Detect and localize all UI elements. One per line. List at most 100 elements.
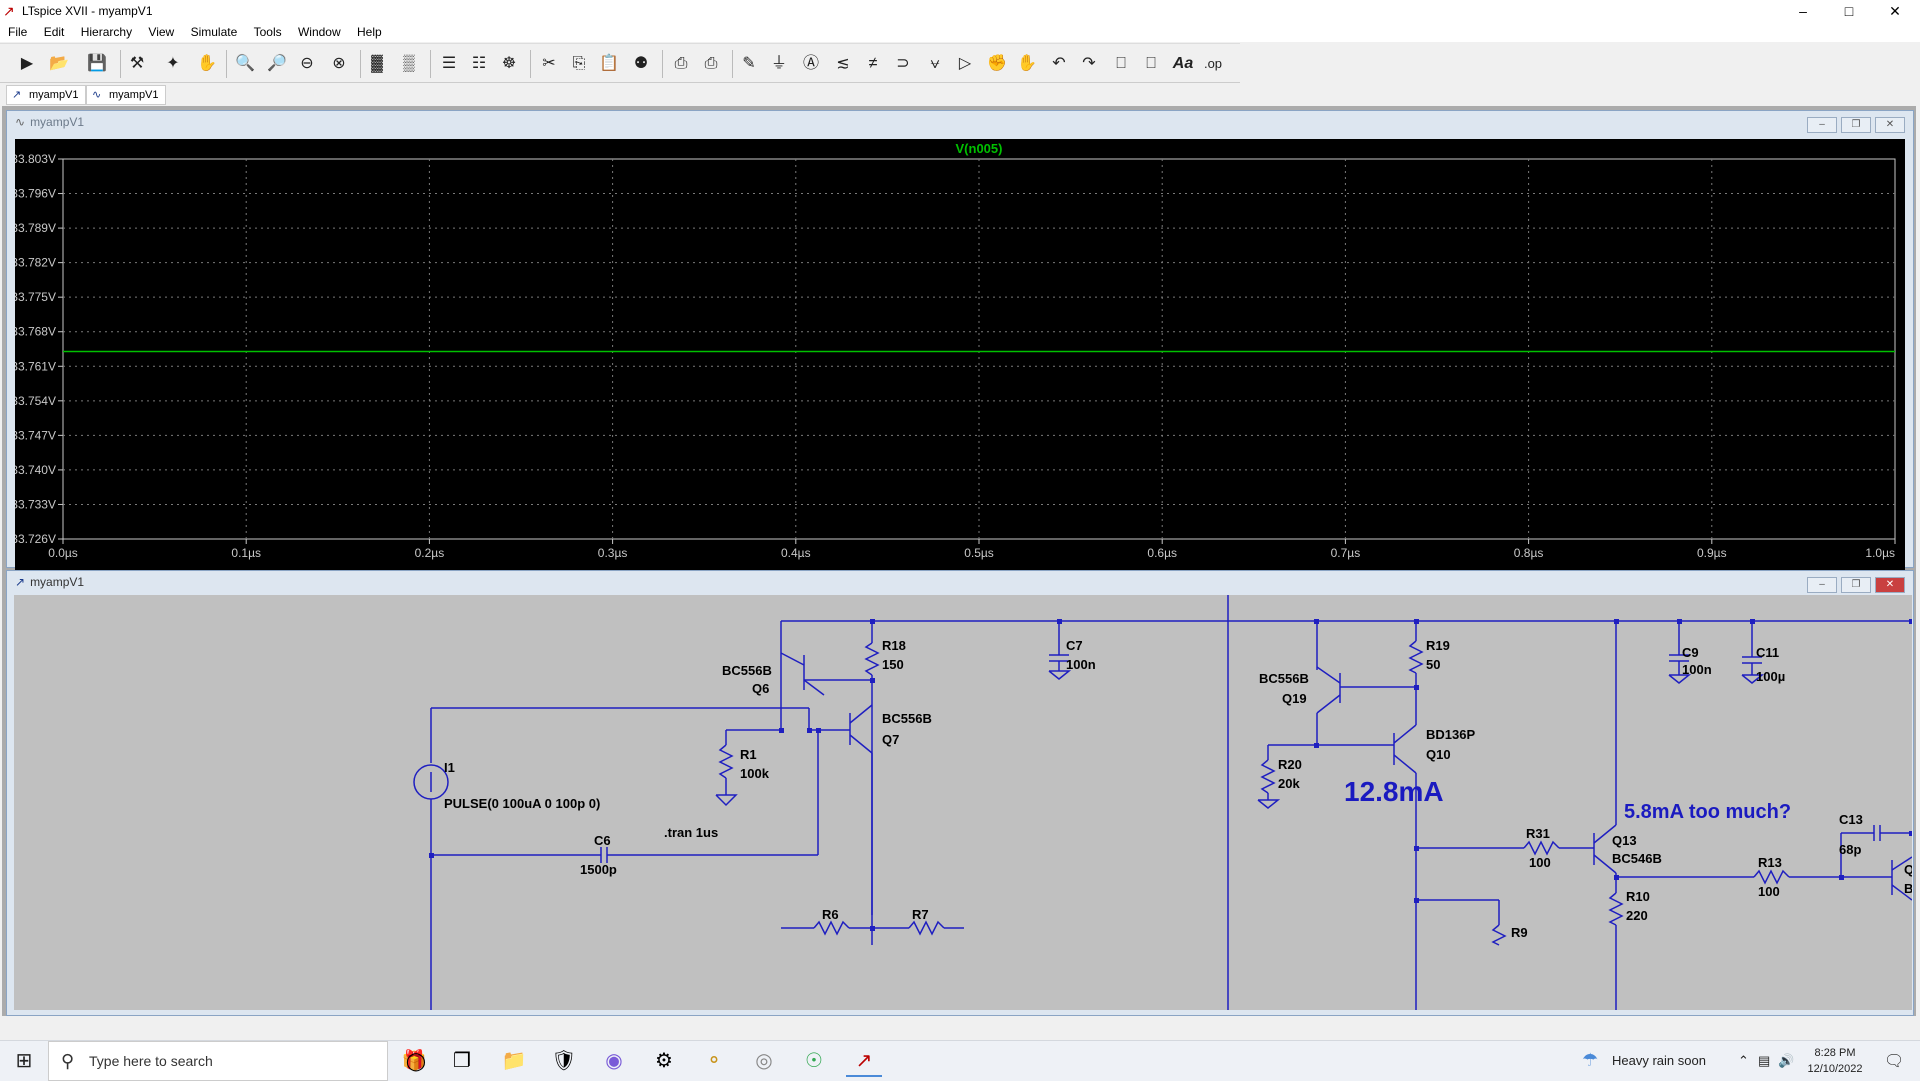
grid-icon[interactable]: ▒ bbox=[403, 55, 415, 72]
component-icon[interactable]: ▷ bbox=[958, 55, 972, 72]
paste-icon[interactable]: 📋 bbox=[599, 55, 619, 72]
chrome-icon[interactable]: ☉ bbox=[805, 1050, 823, 1072]
windows-start-icon[interactable]: ⊞ bbox=[15, 1050, 33, 1072]
print-icon[interactable]: ⎙ bbox=[674, 55, 688, 72]
y-tick-label: 33.761V bbox=[15, 359, 56, 373]
league-launcher-icon[interactable]: ⚬ bbox=[705, 1050, 723, 1072]
schematic-labels: BC556B Q6 R18 150 C7 100n BC556B Q7 R1 1… bbox=[444, 638, 1912, 940]
file-explorer-icon[interactable]: 📁 bbox=[501, 1050, 527, 1072]
ltspice-taskbar-icon[interactable]: ↗ bbox=[846, 1047, 882, 1077]
mirror-icon[interactable]: ⎕ bbox=[1146, 55, 1156, 72]
weather-text[interactable]: Heavy rain soon bbox=[1612, 1053, 1706, 1068]
waveform-chart: 33.803V33.796V33.789V33.782V33.775V33.76… bbox=[15, 141, 1896, 560]
schematic-minimize-button[interactable]: – bbox=[1807, 577, 1837, 593]
settings-gear-icon[interactable]: ⚙ bbox=[655, 1050, 673, 1072]
save-icon[interactable]: 💾 bbox=[87, 55, 107, 72]
menu-view[interactable]: View bbox=[148, 25, 175, 39]
r19-label: R19 bbox=[1426, 638, 1450, 653]
waveform-close-button[interactable]: ✕ bbox=[1875, 117, 1905, 133]
run-icon[interactable]: ▶ bbox=[20, 55, 34, 72]
x-tick-label: 0.8µs bbox=[1514, 546, 1544, 560]
discord-icon[interactable]: ◉ bbox=[605, 1050, 623, 1072]
minimize-button[interactable]: – bbox=[1799, 3, 1807, 19]
find-icon[interactable]: ⚉ bbox=[633, 55, 649, 72]
halt-icon[interactable]: ✦ bbox=[166, 55, 180, 72]
schematic-close-button[interactable]: ✕ bbox=[1875, 577, 1905, 593]
r13-label: R13 bbox=[1758, 855, 1782, 870]
move-icon[interactable]: ✊ bbox=[987, 55, 1007, 72]
zoom-in-icon[interactable]: 🔍 bbox=[235, 55, 255, 72]
schematic-wires bbox=[413, 595, 1912, 1010]
close-button[interactable]: ✕ bbox=[1889, 3, 1901, 19]
copy-icon[interactable]: ⎘ bbox=[572, 55, 586, 72]
menu-window[interactable]: Window bbox=[297, 25, 341, 39]
cut-icon[interactable]: ✂ bbox=[542, 55, 556, 72]
pan-icon[interactable]: ✋ bbox=[197, 55, 217, 72]
brave-browser-icon[interactable]: 🛡 bbox=[551, 1050, 577, 1072]
tab-schematic[interactable]: ↗ myampV1 bbox=[6, 85, 86, 105]
waveform-restore-button[interactable]: ❐ bbox=[1841, 117, 1871, 133]
current-annotation-12-8ma: 12.8mA bbox=[1344, 776, 1444, 807]
draw-wire-icon[interactable]: ✎ bbox=[742, 55, 756, 72]
waveform-minimize-button[interactable]: – bbox=[1807, 117, 1837, 133]
y-tick-label: 33.733V bbox=[15, 497, 56, 511]
r20-label: R20 bbox=[1278, 757, 1302, 772]
zoom-fit-icon[interactable]: ⊗ bbox=[332, 55, 346, 72]
capacitor-icon[interactable]: ≠ bbox=[868, 55, 878, 72]
redo-icon[interactable]: ↷ bbox=[1082, 55, 1096, 72]
menu-simulate[interactable]: Simulate bbox=[190, 25, 238, 39]
autorange-icon[interactable]: ▓ bbox=[371, 55, 383, 72]
tile-vertical-icon[interactable]: ☸ bbox=[501, 55, 517, 72]
notification-icon[interactable]: 🗨 bbox=[1884, 1053, 1905, 1070]
gift-icon[interactable]: 🎁 bbox=[401, 1050, 427, 1072]
menu-hierarchy[interactable]: Hierarchy bbox=[80, 25, 133, 39]
resistor-icon[interactable]: ≲ bbox=[836, 55, 850, 72]
c7-value: 100n bbox=[1066, 657, 1096, 672]
maximize-button[interactable]: □ bbox=[1844, 3, 1854, 19]
menu-file[interactable]: File bbox=[8, 25, 28, 39]
menu-tools[interactable]: Tools bbox=[253, 25, 282, 39]
schematic-canvas[interactable]: BC556B Q6 R18 150 C7 100n BC556B Q7 R1 1… bbox=[14, 595, 1912, 1010]
undo-icon[interactable]: ↶ bbox=[1052, 55, 1066, 72]
schematic-junctions bbox=[429, 619, 1912, 931]
zoom-out-icon[interactable]: ⊖ bbox=[300, 55, 314, 72]
tab-waveform[interactable]: ∿ myampV1 bbox=[86, 85, 166, 105]
volume-icon[interactable]: 🔊 bbox=[1778, 1053, 1795, 1068]
tile-horizontal-icon[interactable]: ☰ bbox=[441, 55, 457, 72]
weather-icon[interactable]: ☂ bbox=[1582, 1050, 1599, 1070]
schematic-restore-button[interactable]: ❐ bbox=[1841, 577, 1871, 593]
search-input[interactable]: Type here to search bbox=[89, 1053, 213, 1069]
c13-value: 68p bbox=[1839, 842, 1861, 857]
taskbar-search[interactable]: ⚲ Type here to search bbox=[48, 1041, 388, 1081]
label-net-icon[interactable]: Ⓐ bbox=[802, 55, 819, 72]
schematic-icon: ↗ bbox=[12, 89, 22, 101]
task-view-icon[interactable]: ❐ bbox=[453, 1050, 471, 1072]
rotate-icon[interactable]: ⎕ bbox=[1116, 55, 1126, 72]
control-panel-icon[interactable]: ⚒ bbox=[129, 55, 145, 72]
print-setup-icon[interactable]: ⎙ bbox=[704, 55, 718, 72]
chevron-up-icon[interactable]: ⌃ bbox=[1738, 1053, 1749, 1068]
diode-icon[interactable]: ⩝ bbox=[930, 55, 940, 72]
drag-icon[interactable]: ✋ bbox=[1017, 55, 1037, 72]
menu-help[interactable]: Help bbox=[356, 25, 382, 39]
menu-edit[interactable]: Edit bbox=[43, 25, 65, 39]
network-icon[interactable]: ▤ bbox=[1758, 1053, 1771, 1068]
r31-value: 100 bbox=[1529, 855, 1551, 870]
r31-label: R31 bbox=[1526, 826, 1550, 841]
open-icon[interactable]: 📂 bbox=[49, 55, 69, 72]
x-tick-label: 1.0µs bbox=[1865, 546, 1895, 560]
q19-label: Q19 bbox=[1282, 691, 1307, 706]
spice-directive-icon[interactable]: .op bbox=[1203, 56, 1223, 71]
cortana-icon[interactable]: ◯ bbox=[405, 1051, 427, 1071]
r6-label: R6 bbox=[822, 907, 839, 922]
system-clock[interactable]: 8:28 PM 12/10/2022 bbox=[1800, 1045, 1870, 1077]
media-player-icon[interactable]: ◎ bbox=[755, 1050, 773, 1072]
cascade-icon[interactable]: ☷ bbox=[471, 55, 487, 72]
ground-icon[interactable]: ⏚ bbox=[770, 55, 787, 72]
inductor-icon[interactable]: ⊃ bbox=[896, 55, 910, 72]
zoom-area-icon[interactable]: 🔎 bbox=[267, 55, 287, 72]
text-icon[interactable]: Aa bbox=[1172, 55, 1194, 72]
trace-title: V(n005) bbox=[956, 141, 1003, 156]
